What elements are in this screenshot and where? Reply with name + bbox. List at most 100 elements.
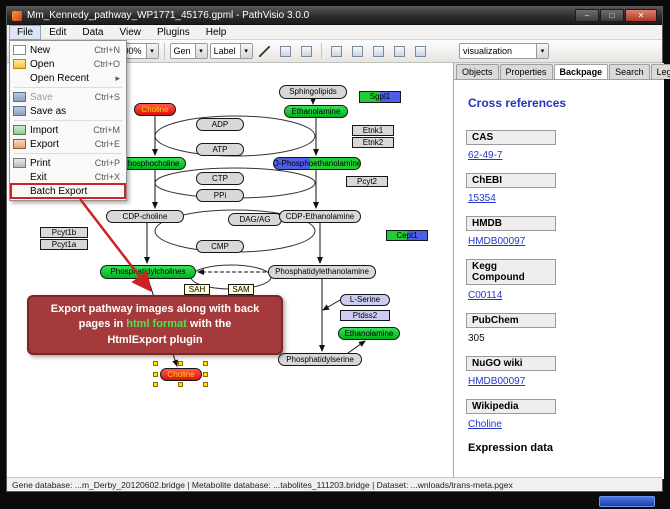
- shape-tool-button[interactable]: [297, 42, 316, 61]
- xref-source-name: NuGO wiki: [466, 356, 556, 371]
- menu-item-label: Print: [30, 157, 51, 169]
- xref-source-name: Wikipedia: [466, 399, 556, 414]
- titlebar[interactable]: Mm_Kennedy_pathway_WP1771_45176.gpml - P…: [7, 7, 662, 25]
- xref-value-link[interactable]: HMDB00097: [468, 236, 526, 247]
- export-icon: [13, 139, 26, 149]
- visualization-combobox[interactable]: visualization ▾: [459, 43, 549, 59]
- pathway-node-ctp[interactable]: CTP: [196, 172, 244, 185]
- icon-placeholder: [13, 186, 26, 196]
- pathway-node-choline-selected[interactable]: Choline: [160, 368, 202, 381]
- callout-line: Export pathway images along with back: [50, 303, 260, 315]
- pathway-node-ptdss2[interactable]: Ptdss2: [340, 310, 390, 321]
- menu-item-open-recent[interactable]: Open Recent▸: [11, 71, 125, 85]
- maximize-button[interactable]: □: [600, 9, 624, 22]
- selection-handle[interactable]: [153, 382, 158, 387]
- align-left-button[interactable]: [327, 42, 346, 61]
- arrow-tool-button[interactable]: [276, 42, 295, 61]
- selection-handle[interactable]: [178, 382, 183, 387]
- menu-item-save-as[interactable]: Save as: [11, 104, 125, 118]
- selection-handle[interactable]: [203, 371, 208, 377]
- window-title: Mm_Kennedy_pathway_WP1771_45176.gpml - P…: [27, 10, 310, 21]
- pathway-node-ppi[interactable]: PPi: [196, 189, 244, 202]
- shape-tool-icon: [300, 45, 312, 57]
- menu-shortcut: Ctrl+O: [93, 59, 120, 69]
- menu-file[interactable]: File: [9, 24, 42, 40]
- pathway-node-cmp[interactable]: CMP: [196, 240, 244, 253]
- xref-value-link[interactable]: 62-49-7: [468, 150, 503, 161]
- minimize-button[interactable]: –: [575, 9, 599, 22]
- pathway-node-cdp-choline[interactable]: CDP-choline: [106, 210, 184, 223]
- import-icon: [13, 125, 26, 135]
- pathway-node-etnk2[interactable]: Etnk2: [352, 137, 394, 148]
- xref-value-link[interactable]: HMDB00097: [468, 376, 526, 387]
- line-tool-button[interactable]: [255, 42, 274, 61]
- icon-placeholder: [13, 172, 26, 182]
- pathway-node-phosphatidylethanolamine[interactable]: Phosphatidylethanolamine: [268, 265, 376, 279]
- pathway-node-ethanolamine-top[interactable]: Ethanolamine: [284, 105, 348, 118]
- statusbar: Gene database: ...m_Derby_20120602.bridg…: [7, 477, 662, 491]
- menu-edit[interactable]: Edit: [49, 26, 67, 38]
- pathway-node-cept1[interactable]: Cept1: [386, 230, 428, 241]
- xref-source-name: PubChem: [466, 313, 556, 328]
- tab-search[interactable]: Search: [609, 64, 650, 79]
- pathway-node-pcyt2[interactable]: Pcyt2: [346, 176, 388, 187]
- menu-help[interactable]: Help: [205, 26, 227, 38]
- pathway-node-pcyt1b[interactable]: Pcyt1b: [40, 227, 88, 238]
- pathway-node-adp[interactable]: ADP: [196, 118, 244, 131]
- distribute-vertical-button[interactable]: [411, 42, 430, 61]
- expression-data-heading: Expression data: [468, 442, 553, 454]
- xref-value-link[interactable]: C00114: [468, 290, 503, 301]
- pathway-node-sgpl1[interactable]: Sgpl1: [359, 91, 401, 103]
- menu-view[interactable]: View: [119, 26, 141, 38]
- callout-line: pages in html format with the: [78, 318, 232, 331]
- xref-value-link[interactable]: 15354: [468, 193, 496, 204]
- pathway-node-sphingolipids[interactable]: Sphingolipids: [279, 85, 347, 99]
- pathway-node-sam[interactable]: SAM: [228, 284, 254, 295]
- align-center-button[interactable]: [348, 42, 367, 61]
- pathway-node-o-phosphoethanolamine[interactable]: O-Phosphoethanolamine: [273, 157, 361, 170]
- selection-handle[interactable]: [153, 361, 158, 366]
- tab-legend[interactable]: Legend: [650, 64, 670, 79]
- cross-references-heading: Cross references: [468, 96, 567, 110]
- xref-value-link[interactable]: Choline: [468, 419, 502, 430]
- pathway-node-phosphatidylcholines[interactable]: Phosphatidylcholines: [100, 265, 196, 279]
- pathway-node-choline-top[interactable]: Choline: [134, 103, 176, 116]
- pathway-node-phosphatidylserine[interactable]: Phosphatidylserine: [278, 353, 362, 366]
- selection-handle[interactable]: [203, 361, 208, 366]
- pathway-node-l-serine[interactable]: L-Serine: [340, 294, 390, 306]
- tab-backpage[interactable]: Backpage: [553, 64, 609, 79]
- pathway-node-sah[interactable]: SAH: [184, 284, 210, 295]
- pathway-node-pcyt1a[interactable]: Pcyt1a: [40, 239, 88, 250]
- menu-separator: [14, 87, 122, 88]
- tab-properties[interactable]: Properties: [499, 64, 553, 79]
- datanode-tool-dropdown[interactable]: Gen ▾: [169, 43, 208, 59]
- pathway-node-ethanolamine-bottom[interactable]: Ethanolamine: [338, 327, 400, 340]
- align-left-icon: [330, 45, 342, 57]
- pathway-node-cdp-ethanolamine[interactable]: CDP-Ethanolamine: [279, 210, 361, 223]
- selection-handle[interactable]: [178, 361, 183, 366]
- pathway-node-dag-ag[interactable]: DAG/AG: [228, 213, 282, 226]
- menu-data[interactable]: Data: [82, 26, 104, 38]
- label-tool-dropdown[interactable]: Label ▾: [209, 43, 253, 59]
- selection-handle[interactable]: [153, 371, 158, 377]
- tab-objects[interactable]: Objects: [456, 64, 499, 79]
- selection-handle[interactable]: [203, 382, 208, 387]
- close-button[interactable]: ✕: [625, 9, 657, 22]
- pathway-node-etnk1[interactable]: Etnk1: [352, 125, 394, 136]
- menu-plugins[interactable]: Plugins: [156, 26, 190, 38]
- pathvisio-app-icon: [12, 10, 22, 21]
- distribute-horizontal-button[interactable]: [390, 42, 409, 61]
- pathway-node-atp[interactable]: ATP: [196, 143, 244, 156]
- align-top-button[interactable]: [369, 42, 388, 61]
- chevron-down-icon: ▾: [145, 44, 158, 58]
- menu-item-batch-export[interactable]: Batch Export: [10, 183, 126, 199]
